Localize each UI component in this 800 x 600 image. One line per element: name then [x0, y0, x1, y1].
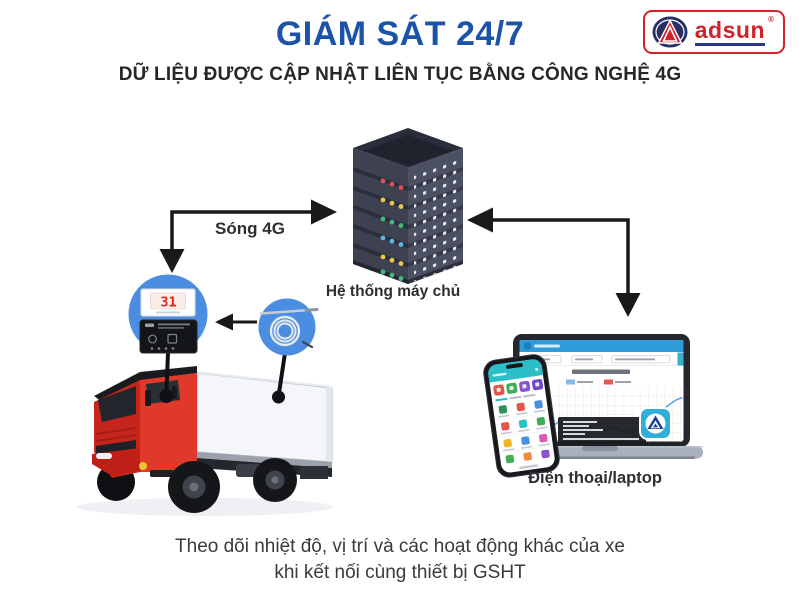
- cab-roof-deflector: [94, 366, 197, 402]
- cab-headlight: [96, 453, 112, 459]
- truck-illustration: [77, 366, 333, 516]
- temperature-device-callout: 31: [128, 274, 208, 354]
- grille-stripe-1: [95, 427, 137, 435]
- phone-app-header-fill: [488, 366, 544, 383]
- cab-mirror-left: [145, 390, 151, 406]
- phone-notch: [506, 363, 523, 369]
- footer-caption-line1: Theo dõi nhiệt độ, vị trí và các hoạt độ…: [175, 536, 625, 557]
- adsun-emblem-icon: [652, 16, 688, 48]
- laptop-topbar-details: [524, 342, 560, 350]
- device-control-box-details: [145, 323, 190, 350]
- label-4g-signal: Sóng 4G: [215, 219, 285, 238]
- laptop-toolbar-divider: [519, 365, 684, 366]
- arrowhead-sensor-icon: [215, 313, 233, 331]
- server-leds: [380, 178, 404, 281]
- laptop-tooltip-text-dashes: [563, 421, 639, 440]
- sensor-connector: [301, 340, 314, 349]
- server-tower-illustration: [353, 128, 463, 284]
- sensor-probe-tip: [304, 308, 319, 312]
- sensor-callout-circle: [258, 298, 316, 356]
- phone-menu-grid: [497, 400, 551, 464]
- grille-stripe-2: [95, 434, 137, 442]
- page-subtitle: DỮ LIỆU ĐƯỢC CẬP NHẬT LIÊN TỤC BẰNG CÔNG…: [118, 64, 682, 85]
- footer-caption: Theo dõi nhiệt độ, vị trí và các hoạt độ…: [0, 534, 800, 586]
- page-title: GIÁM SÁT 24/7: [275, 15, 525, 53]
- adsun-app-icon: [639, 407, 672, 440]
- device-panel-label-dash: [156, 311, 180, 314]
- cargo-box-side: [196, 372, 333, 463]
- adsun-logo: adsun ®: [642, 10, 785, 54]
- server-vent-dots: [414, 158, 457, 282]
- phone-illustration: [483, 354, 560, 478]
- arrowhead-down-left-icon: [159, 249, 185, 273]
- phone-app-chip-row: [493, 379, 544, 396]
- laptop-base-notch: [582, 446, 618, 451]
- cab-windshield: [98, 386, 136, 422]
- cargo-box-rear-shade: [326, 387, 332, 462]
- phone-header-details: [492, 367, 539, 377]
- adsun-logo-text: adsun: [694, 18, 765, 47]
- arrowhead-left-icon: [467, 207, 493, 233]
- laptop-illustration: [497, 334, 703, 459]
- arrowhead-down-right-icon: [615, 293, 641, 317]
- truck-front-wheel: [168, 461, 220, 513]
- adsun-logo-text-wrap: adsun ®: [694, 14, 774, 47]
- label-server-system: Hệ thống máy chủ: [325, 283, 461, 300]
- laptop-hinge: [520, 443, 680, 447]
- cab-grille: [96, 440, 136, 456]
- sensor-cable-coil: [269, 315, 301, 347]
- truck-rear-wheel: [253, 458, 297, 502]
- sensor-probe-callout: [258, 298, 319, 356]
- server-top-rim: [363, 135, 453, 166]
- cargo-box-top-highlight: [189, 370, 331, 388]
- device-display-window: [150, 292, 186, 310]
- arrow-server-to-laptop: [491, 218, 630, 293]
- cargo-box-bottom-rail: [197, 452, 332, 468]
- arrowhead-right-icon: [311, 199, 337, 225]
- cab-fog-light: [139, 462, 147, 470]
- phone-home-bar: [519, 464, 539, 470]
- truck-rear-box: [300, 466, 328, 479]
- pin-dot-sensor: [272, 390, 285, 404]
- callout-pins: [159, 351, 287, 404]
- phone-tab-dashes: [495, 393, 536, 402]
- registered-mark: ®: [768, 14, 774, 24]
- pin-dot-device: [159, 389, 174, 403]
- laptop-app-topbar: [519, 340, 684, 352]
- device-display-value: 31: [160, 295, 176, 311]
- laptop-chart-legend: [566, 379, 631, 385]
- cab-step: [150, 470, 174, 477]
- laptop-chart-title-dash: [572, 369, 630, 374]
- arrow-truck-to-server: [170, 210, 333, 253]
- footer-caption-line2: khi kết nối cùng thiết bị GSHT: [274, 562, 526, 583]
- label-phone-laptop: Điện thoại/laptop: [528, 469, 662, 487]
- flow-arrows: [159, 199, 641, 331]
